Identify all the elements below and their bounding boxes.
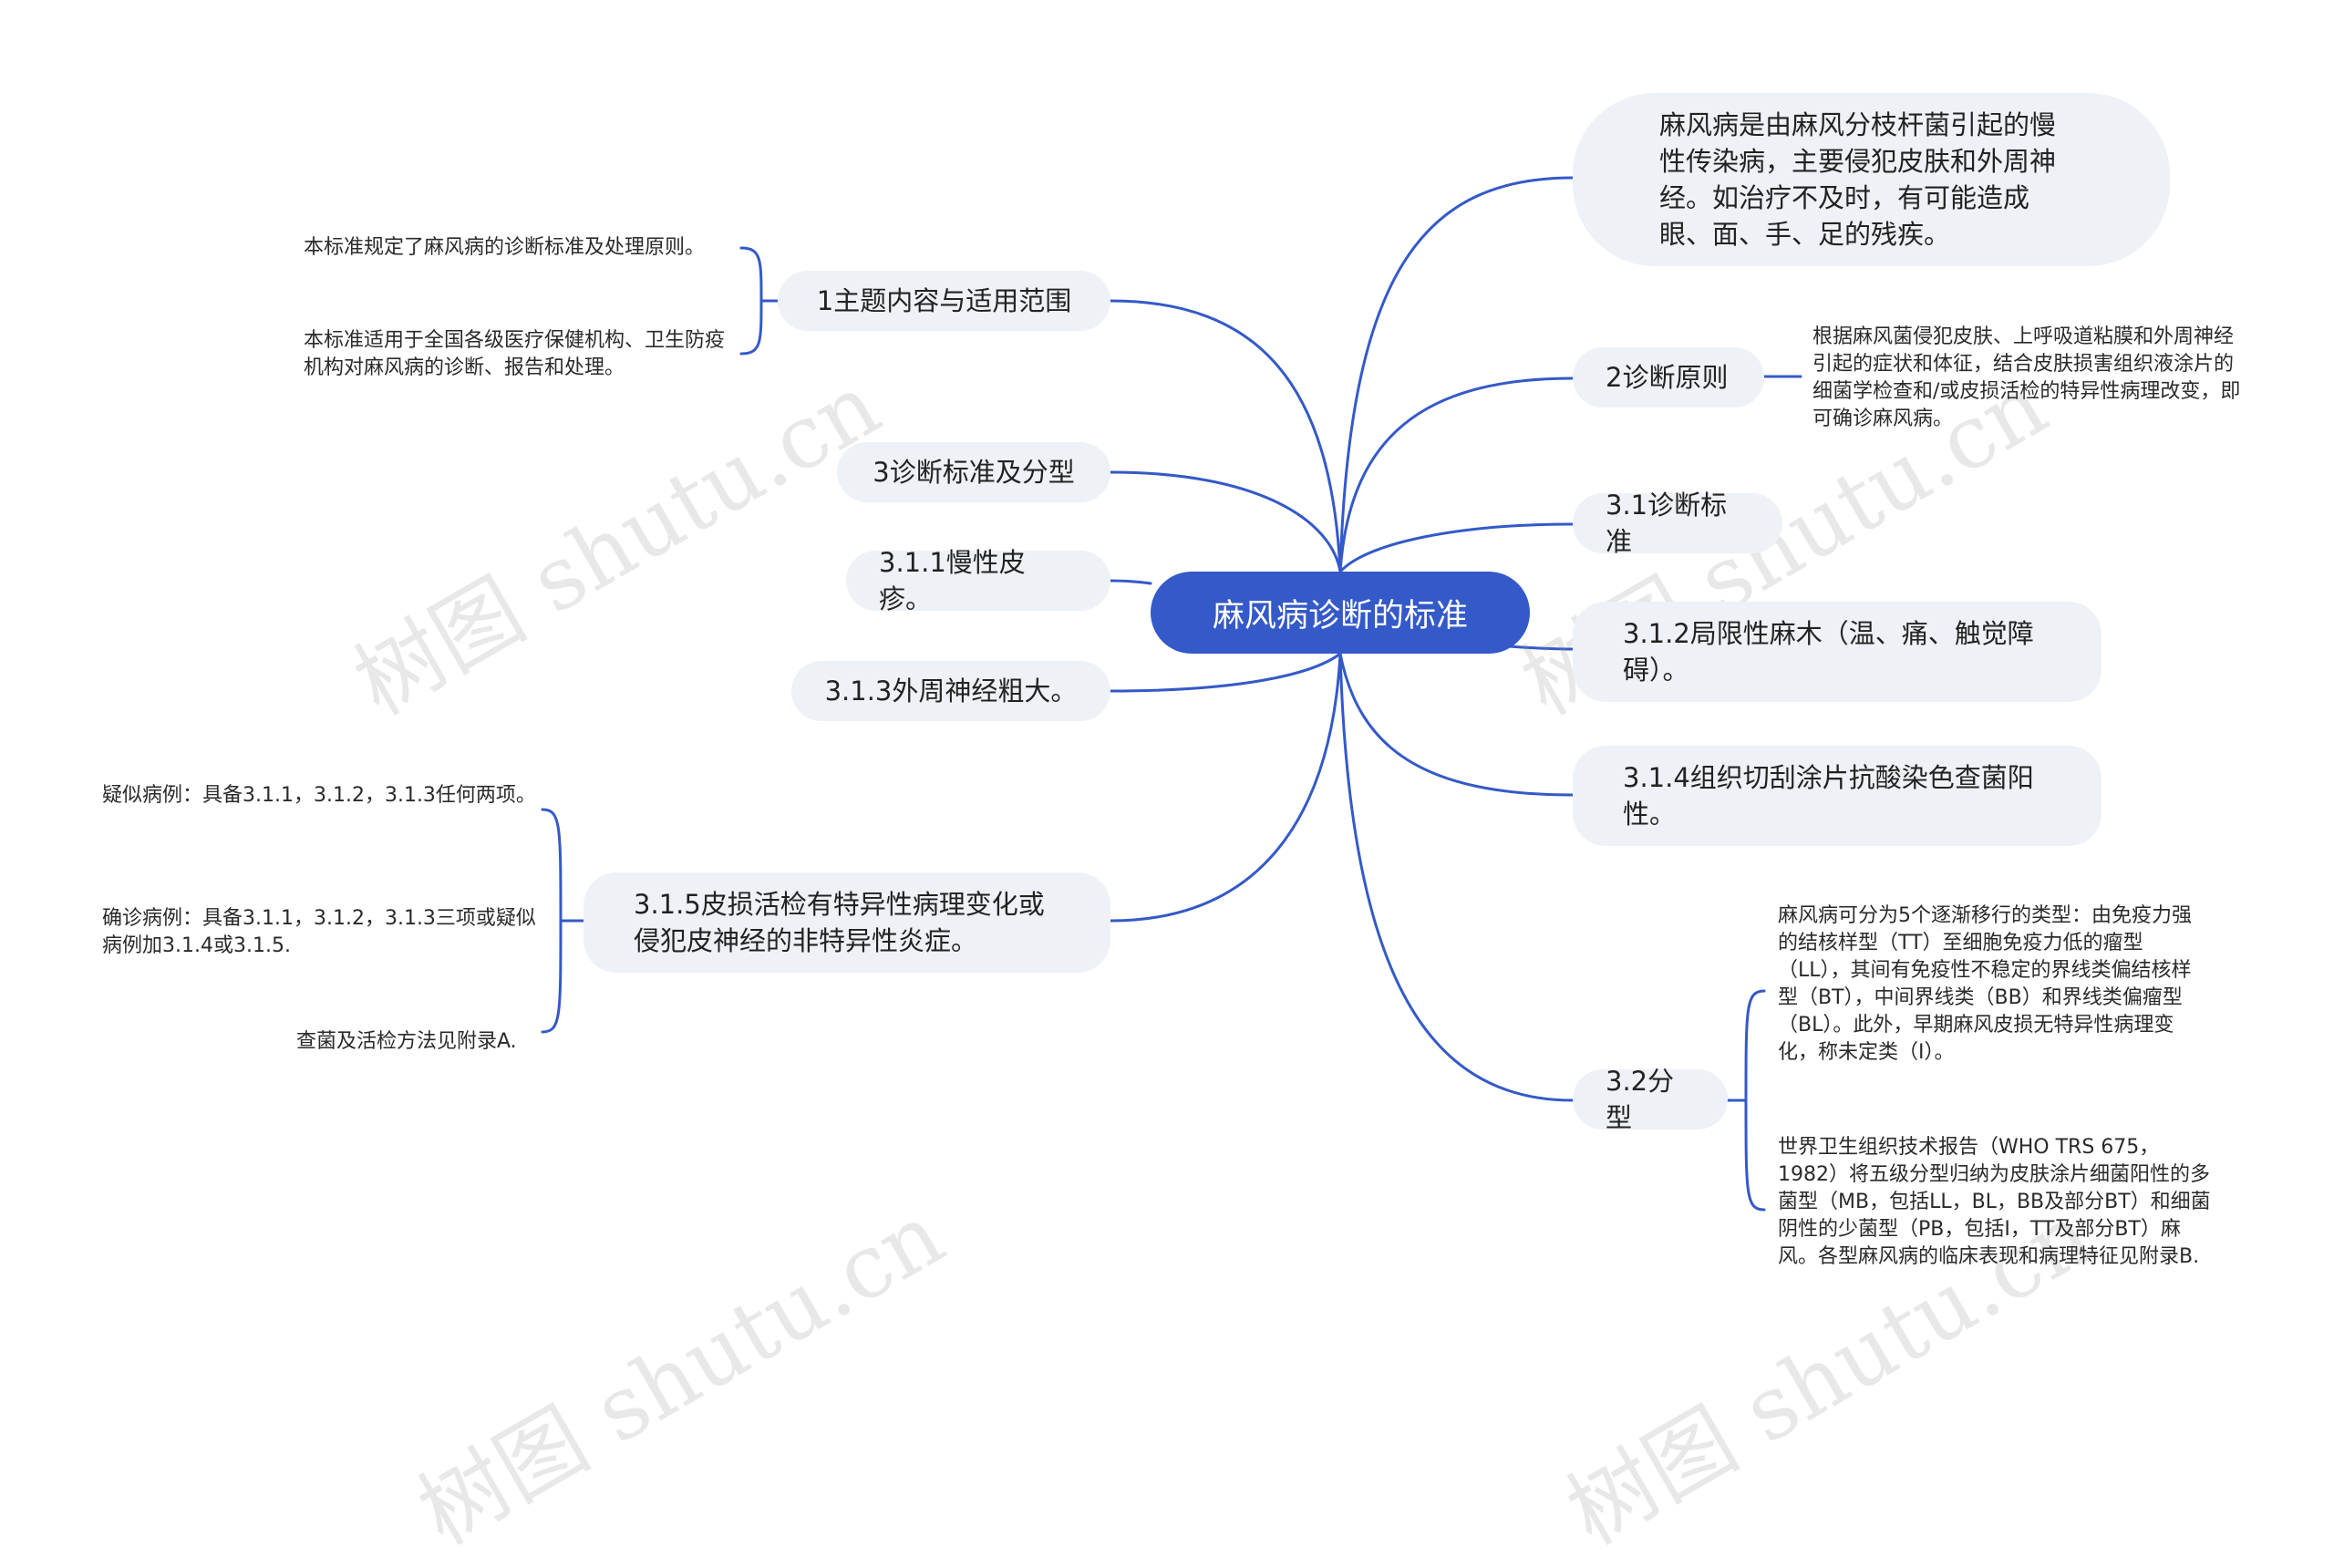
edge-classification bbox=[1338, 652, 1575, 1102]
node-criteria-text: 3.1诊断标准 bbox=[1606, 490, 1728, 557]
node-biopsy-text: 3.1.5皮损活检有特异性病理变化或侵犯皮神经的非特异性炎症。 bbox=[634, 889, 1045, 956]
node-smear-text: 3.1.4组织切刮涂片抗酸染色查菌阳性。 bbox=[1623, 762, 2034, 830]
node-nerve[interactable]: 3.1.3外周神经粗大。 bbox=[791, 661, 1110, 721]
edge-biopsy-bracket bbox=[541, 808, 585, 1034]
edge-nerve bbox=[1109, 652, 1342, 693]
leaf-biopsy-3: 查菌及活检方法见附录A. bbox=[296, 1030, 517, 1053]
edge-scope bbox=[1109, 299, 1342, 573]
node-principle-text: 2诊断原则 bbox=[1606, 362, 1729, 393]
node-criteria[interactable]: 3.1诊断标准 bbox=[1573, 490, 1782, 557]
connector-lines bbox=[541, 176, 1802, 1212]
node-standards[interactable]: 3诊断标准及分型 bbox=[837, 442, 1110, 502]
edge-scope-bracket bbox=[739, 246, 780, 356]
node-rash-text: 3.1.1慢性皮疹。 bbox=[879, 547, 1026, 614]
node-definition-text: 麻风病是由麻风分枝杆菌引起的慢性传染病，主要侵犯皮肤和外周神经。如治疗不及时，有… bbox=[1659, 109, 2057, 250]
root-topic[interactable]: 麻风病诊断的标准 bbox=[1151, 572, 1530, 654]
leaf-classification-2: 世界卫生组织技术报告（WHO TRS 675，1982）将五级分型归纳为皮肤涂片… bbox=[1778, 1136, 2211, 1268]
node-numbness-text: 3.1.2局限性麻木（温、痛、触觉障碍）。 bbox=[1623, 618, 2034, 686]
leaf-principle: 根据麻风菌侵犯皮肤、上呼吸道粘膜和外周神经引起的症状和体征，结合皮肤损害组织液涂… bbox=[1812, 325, 2241, 430]
leaf-scope-2: 本标准适用于全国各级医疗保健机构、卫生防疫机构对麻风病的诊断、报告和处理。 bbox=[304, 329, 726, 379]
node-nerve-text: 3.1.3外周神经粗大。 bbox=[824, 676, 1078, 707]
node-standards-text: 3诊断标准及分型 bbox=[873, 457, 1075, 488]
node-principle[interactable]: 2诊断原则 bbox=[1573, 347, 1764, 407]
node-numbness[interactable]: 3.1.2局限性麻木（温、痛、触觉障碍）。 bbox=[1573, 602, 2102, 702]
edge-rash bbox=[1109, 579, 1152, 585]
node-classification[interactable]: 3.2分型 bbox=[1573, 1066, 1728, 1133]
node-scope[interactable]: 1主题内容与适用范围 bbox=[778, 271, 1110, 331]
node-rash[interactable]: 3.1.1慢性皮疹。 bbox=[846, 547, 1110, 614]
edge-definition bbox=[1338, 176, 1575, 573]
node-smear[interactable]: 3.1.4组织切刮涂片抗酸染色查菌阳性。 bbox=[1573, 746, 2102, 846]
edge-class-bracket bbox=[1726, 989, 1766, 1212]
leaf-scope-1: 本标准规定了麻风病的诊断标准及处理原则。 bbox=[304, 236, 706, 259]
edge-standards bbox=[1109, 470, 1342, 573]
node-scope-text: 1主题内容与适用范围 bbox=[816, 285, 1072, 316]
edge-principle bbox=[1338, 377, 1575, 573]
node-classification-text: 3.2分型 bbox=[1606, 1066, 1675, 1133]
leaf-biopsy-1: 疑似病例：具备3.1.1，3.1.2，3.1.3任何两项。 bbox=[102, 784, 536, 807]
node-biopsy[interactable]: 3.1.5皮损活检有特异性病理变化或侵犯皮神经的非特异性炎症。 bbox=[584, 872, 1110, 973]
edge-smear bbox=[1338, 652, 1575, 797]
edge-criteria bbox=[1338, 522, 1575, 573]
leaf-biopsy-2: 确诊病例：具备3.1.1，3.1.2，3.1.3三项或疑似病例加3.1.4或3.… bbox=[102, 907, 536, 957]
node-definition[interactable]: 麻风病是由麻风分枝杆菌引起的慢性传染病，主要侵犯皮肤和外周神经。如治疗不及时，有… bbox=[1573, 93, 2170, 266]
leaf-classification-1: 麻风病可分为5个逐渐移行的类型：由免疫力强的结核样型（TT）至细胞免疫力低的瘤型… bbox=[1778, 904, 2192, 1064]
edge-biopsy bbox=[1109, 652, 1342, 923]
